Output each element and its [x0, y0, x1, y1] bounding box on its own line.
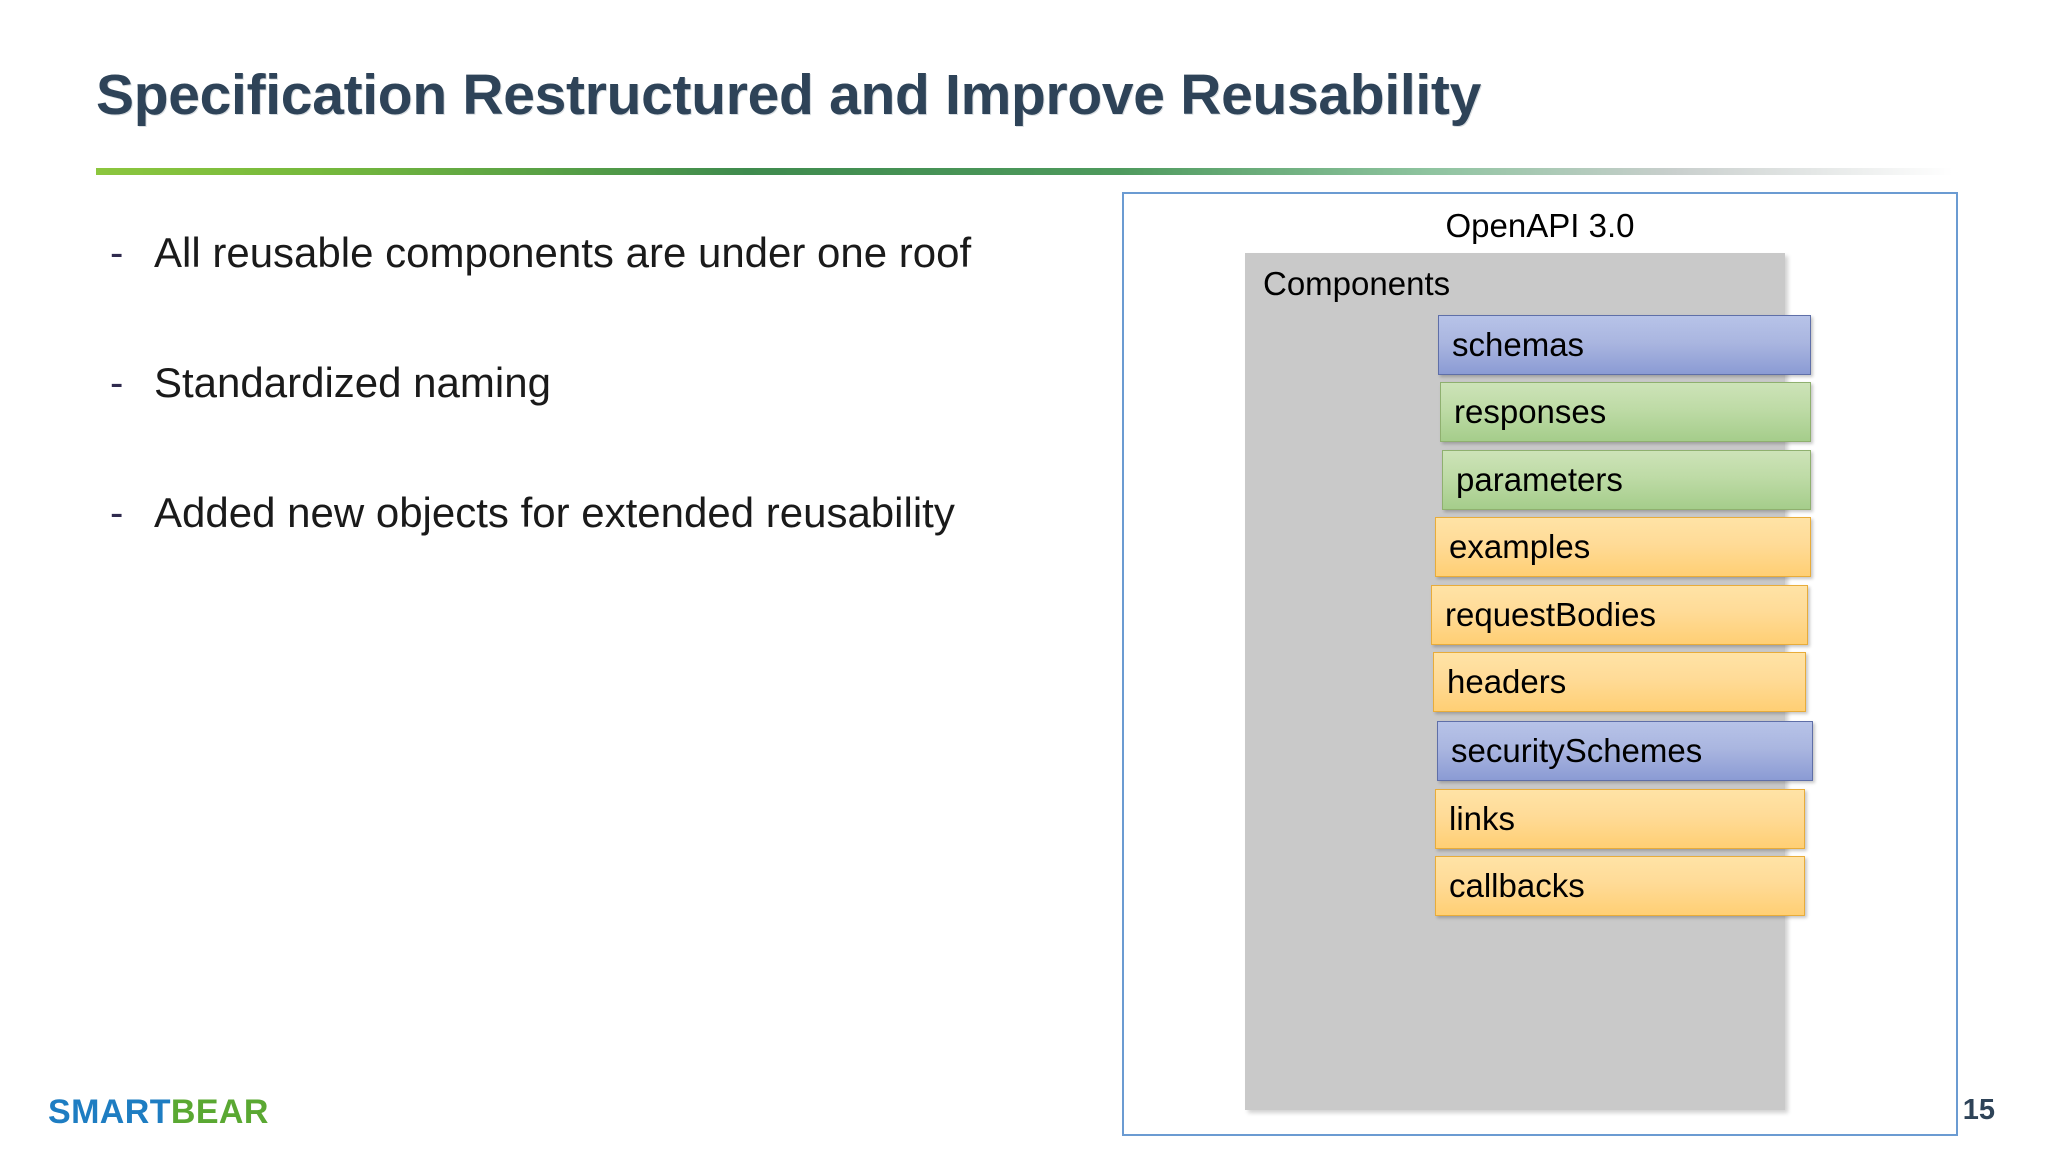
list-item: - Standardized naming	[104, 352, 1044, 414]
components-panel-label: Components	[1263, 265, 1451, 302]
component-box-schemas[interactable]: schemas	[1438, 315, 1811, 375]
component-box-label: headers	[1447, 663, 1567, 700]
component-box-links[interactable]: links	[1435, 789, 1805, 849]
dash-bullet-icon: -	[110, 491, 124, 535]
dash-bullet-icon: -	[110, 361, 124, 405]
component-box-securityschemes[interactable]: securitySchemes	[1437, 721, 1813, 781]
component-box-headers[interactable]: headers	[1433, 652, 1806, 712]
component-box-label: callbacks	[1449, 867, 1585, 904]
component-box-label: responses	[1454, 393, 1607, 430]
list-item-label: All reusable components are under one ro…	[154, 229, 972, 276]
list-item: - All reusable components are under one …	[104, 222, 1044, 284]
component-box-examples[interactable]: examples	[1435, 517, 1811, 577]
title-underline-rule	[96, 168, 1953, 175]
dash-bullet-icon: -	[110, 231, 124, 275]
component-box-parameters[interactable]: parameters	[1442, 450, 1811, 510]
components-panel: Components schemas responses parameters exa…	[1245, 253, 1813, 1110]
list-item: - Added new objects for extended reusabi…	[104, 482, 1044, 544]
component-box-label: parameters	[1456, 461, 1623, 498]
component-box-requestbodies[interactable]: requestBodies	[1431, 585, 1808, 645]
logo-text-bear: BEAR	[170, 1093, 269, 1131]
component-box-label: schemas	[1452, 326, 1585, 363]
bullet-list: - All reusable components are under one …	[104, 222, 1044, 612]
logo-text-smart: SMART	[48, 1093, 171, 1131]
component-box-label: securitySchemes	[1451, 732, 1703, 769]
page-number: 15	[1962, 1094, 1995, 1126]
component-box-callbacks[interactable]: callbacks	[1435, 856, 1805, 916]
openapi-version-label: OpenAPI 3.0	[1445, 207, 1635, 244]
page-title: Specification Restructured and Improve R…	[96, 63, 1482, 127]
list-item-label: Added new objects for extended reusabili…	[154, 489, 955, 536]
openapi-diagram: OpenAPI 3.0 Components schemas responses p…	[1122, 192, 1958, 1136]
component-box-responses[interactable]: responses	[1440, 382, 1811, 442]
smartbear-logo: SMARTBEAR	[48, 1093, 269, 1132]
list-item-label: Standardized naming	[154, 359, 551, 406]
component-box-label: requestBodies	[1445, 596, 1656, 633]
component-box-label: links	[1449, 800, 1516, 837]
component-box-label: examples	[1449, 528, 1591, 565]
